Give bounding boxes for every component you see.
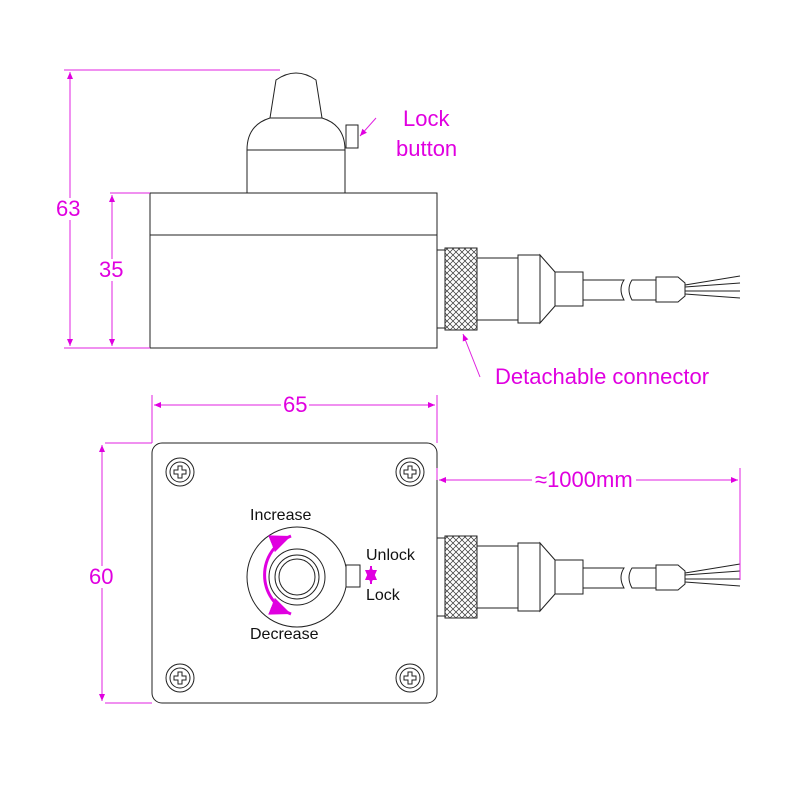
connector-label: Detachable connector [495,364,710,389]
screw-icon [395,663,425,693]
decrease-label: Decrease [250,626,319,643]
knob-top [246,526,348,628]
connector-top [436,535,741,619]
connector-side [436,247,741,331]
unlock-label: Unlock [366,547,415,564]
lock-button-label-2: button [396,136,458,161]
knob-cap [269,72,323,119]
lock-button-top [345,564,361,588]
screw-icon [165,457,195,487]
increase-label: Increase [250,507,312,524]
side-view [149,72,741,349]
lock-label: Lock [366,587,400,604]
knob-base [246,149,346,194]
top-view [151,442,741,704]
screw-icon [165,663,195,693]
knob-shoulder [246,117,346,151]
rotation-arrow-icon [263,534,292,616]
dim-depth: 60 [89,564,114,589]
dim-body-height: 35 [99,257,124,282]
screw-icon [395,457,425,487]
lock-button [345,124,359,149]
dim-cable-length: ≈1000mm [532,469,636,491]
dim-overall-height: 63 [56,196,81,221]
dim-width: 65 [281,392,310,417]
housing-side [149,192,438,349]
lock-button-label-1: Lock [403,106,450,131]
